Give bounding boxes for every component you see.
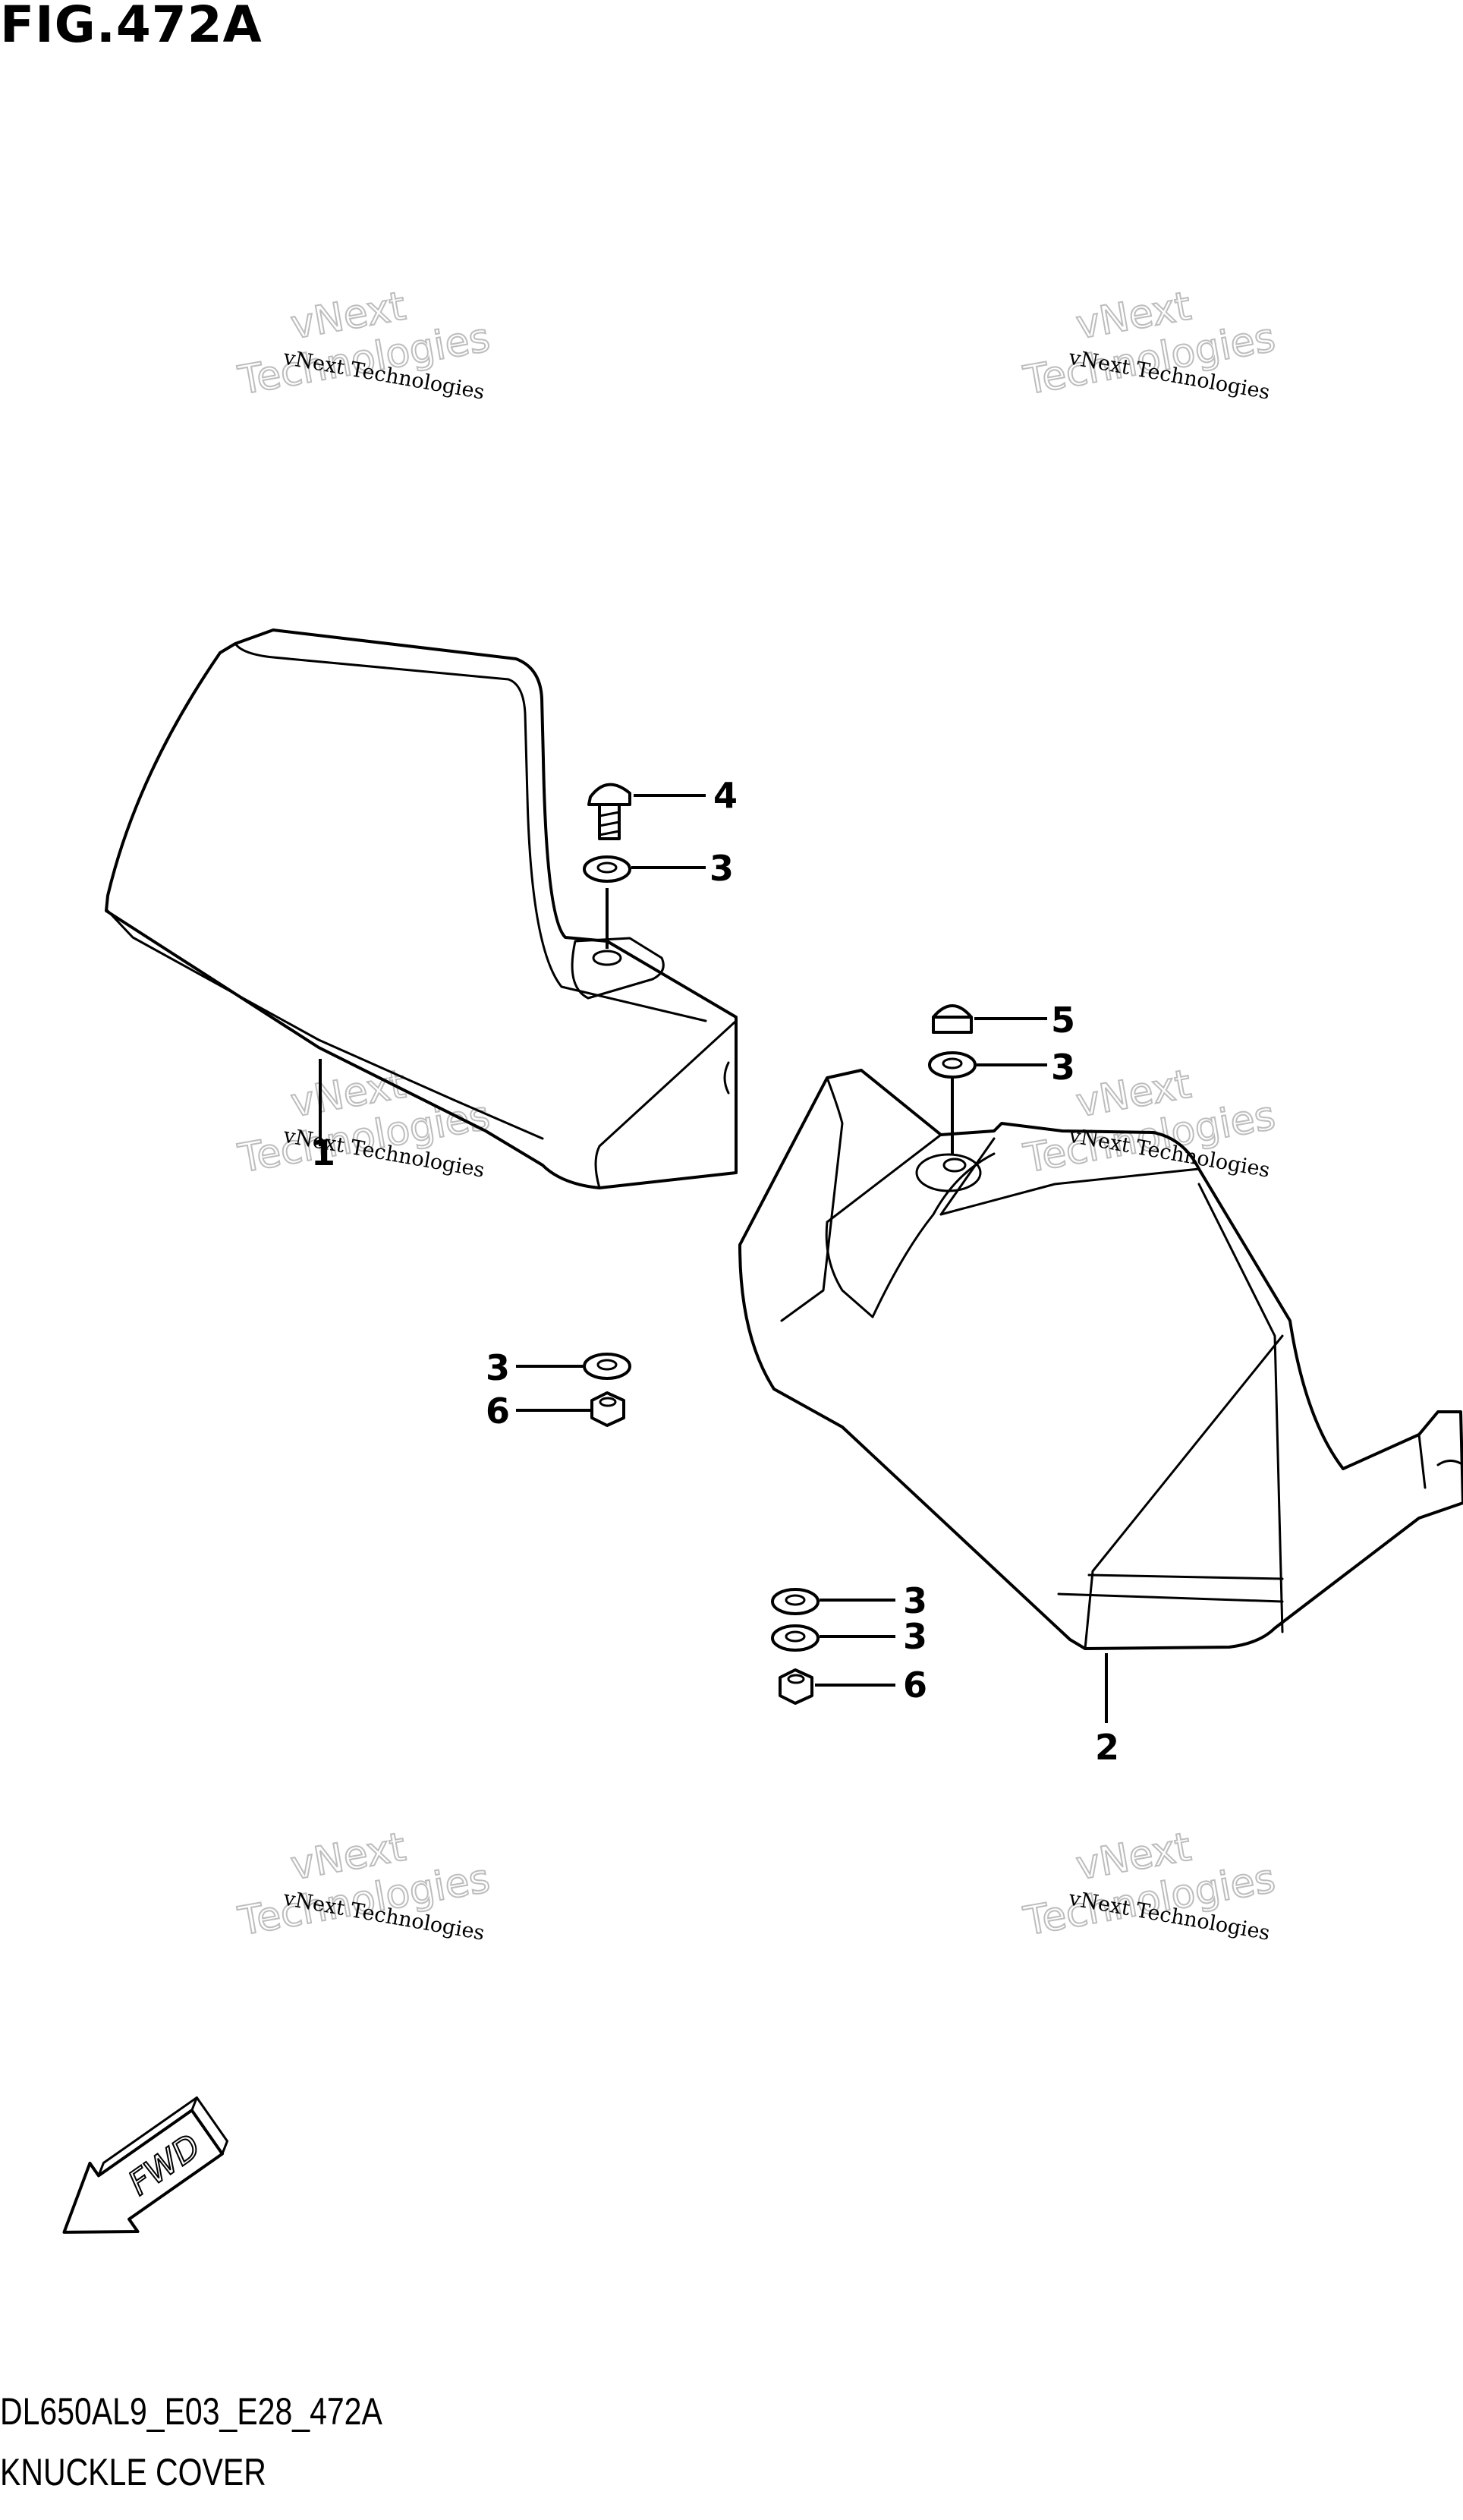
watermark-bottom-left: vNext Technologies vNext Technologies (234, 1824, 494, 1946)
watermark-top-right: vNext Technologies vNext Technologies (1020, 283, 1279, 405)
washer-icon (771, 1624, 820, 1652)
watermark-mid-left: vNext Technologies vNext Technologies (234, 1061, 494, 1183)
washer-icon (928, 1051, 977, 1079)
callout-3-right: 3 (1051, 1047, 1075, 1088)
screw-icon (587, 783, 631, 840)
section-name: KNUCKLE COVER (0, 2451, 266, 2493)
knuckle-cover-right (738, 1069, 1463, 1650)
callout-6-left: 6 (486, 1391, 510, 1432)
fwd-arrow-icon: FWD (62, 2096, 228, 2234)
washer-icon (771, 1588, 820, 1615)
callout-3-lower-b: 3 (903, 1616, 927, 1657)
drawing-code: DL650AL9_E03_E28_472A (0, 2390, 382, 2433)
callout-1: 1 (311, 1132, 335, 1173)
callout-3-left: 3 (486, 1347, 510, 1388)
knuckle-cover-left (105, 628, 738, 1189)
fwd-label: FWD (121, 2127, 207, 2203)
callout-4: 4 (713, 775, 738, 816)
nut-icon (590, 1391, 625, 1427)
figure-title: FIG.472A (0, 0, 263, 54)
callout-6-lower: 6 (903, 1665, 927, 1706)
callout-3-top: 3 (709, 848, 734, 889)
callout-5: 5 (1051, 1000, 1075, 1041)
washer-icon (583, 1353, 631, 1380)
nut-icon (779, 1668, 813, 1705)
callout-2: 2 (1095, 1727, 1119, 1768)
watermark-top-left: vNext Technologies vNext Technologies (234, 283, 494, 405)
cap-nut-icon (932, 1004, 973, 1034)
washer-icon (583, 855, 631, 883)
callout-3-lower-a: 3 (903, 1580, 927, 1621)
watermark-bottom-right: vNext Technologies vNext Technologies (1020, 1824, 1279, 1946)
